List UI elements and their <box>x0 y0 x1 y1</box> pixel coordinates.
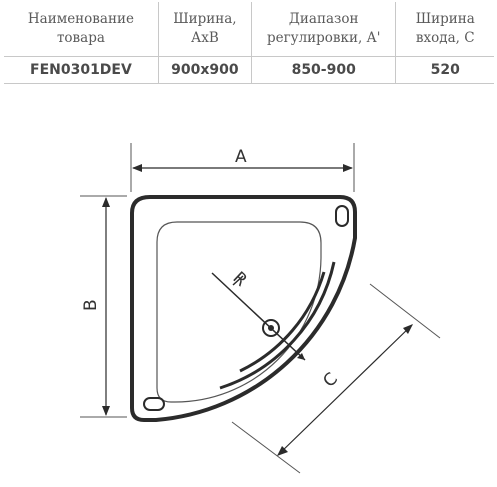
table-row: FEN0301DEV 900x900 850-900 520 <box>4 56 494 84</box>
header-width-axb: Ширина, АхВ <box>158 2 252 57</box>
cell-product-name: FEN0301DEV <box>4 56 159 84</box>
tray-outer-outline <box>130 195 357 422</box>
header-product-name-text: Наименование товара <box>27 11 134 46</box>
cell-adjust-range: 850-900 <box>251 56 397 84</box>
header-adjust-range: Диапазон регулировки, А' <box>251 2 397 57</box>
cell-entry-width: 520 <box>395 56 494 84</box>
header-entry-width-text: Ширина входа, С <box>415 11 475 46</box>
radius-line <box>211 272 306 361</box>
tray-slot-bottom <box>143 397 165 411</box>
radius-tick <box>232 275 244 286</box>
tray-groove-inner <box>239 271 326 373</box>
dim-c-line <box>277 324 413 456</box>
dim-b-arrow-bottom <box>102 406 110 416</box>
label-c: C <box>319 369 342 392</box>
label-r: R <box>229 268 251 291</box>
dim-c-ext-lower <box>231 421 301 474</box>
drain-outer <box>262 319 280 337</box>
spec-table: Наименование товара Ширина, АхВ Диапазон… <box>4 2 494 84</box>
tray-groove-outer <box>219 261 336 390</box>
radius-arrowhead <box>297 353 305 360</box>
header-width-axb-text: Ширина, АхВ <box>173 11 237 46</box>
table-header-row: Наименование товара Ширина, АхВ Диапазон… <box>4 2 494 57</box>
dim-c-ext-upper <box>369 283 441 339</box>
label-a: A <box>235 147 247 167</box>
dim-c-arrow-lower <box>277 446 288 456</box>
label-b: B <box>81 299 101 311</box>
cell-width-axb: 900x900 <box>158 56 252 84</box>
header-entry-width: Ширина входа, С <box>396 2 494 57</box>
dim-a-arrow-right <box>343 164 353 172</box>
header-product-name: Наименование товара <box>4 2 159 57</box>
dim-a-arrow-left <box>132 164 142 172</box>
header-adjust-range-text: Диапазон регулировки, А' <box>266 11 381 46</box>
tray-inner-basin <box>156 221 322 403</box>
dim-c-arrow-upper <box>403 324 413 334</box>
dim-b-arrow-top <box>102 197 110 207</box>
tray-slot-top <box>335 205 349 227</box>
